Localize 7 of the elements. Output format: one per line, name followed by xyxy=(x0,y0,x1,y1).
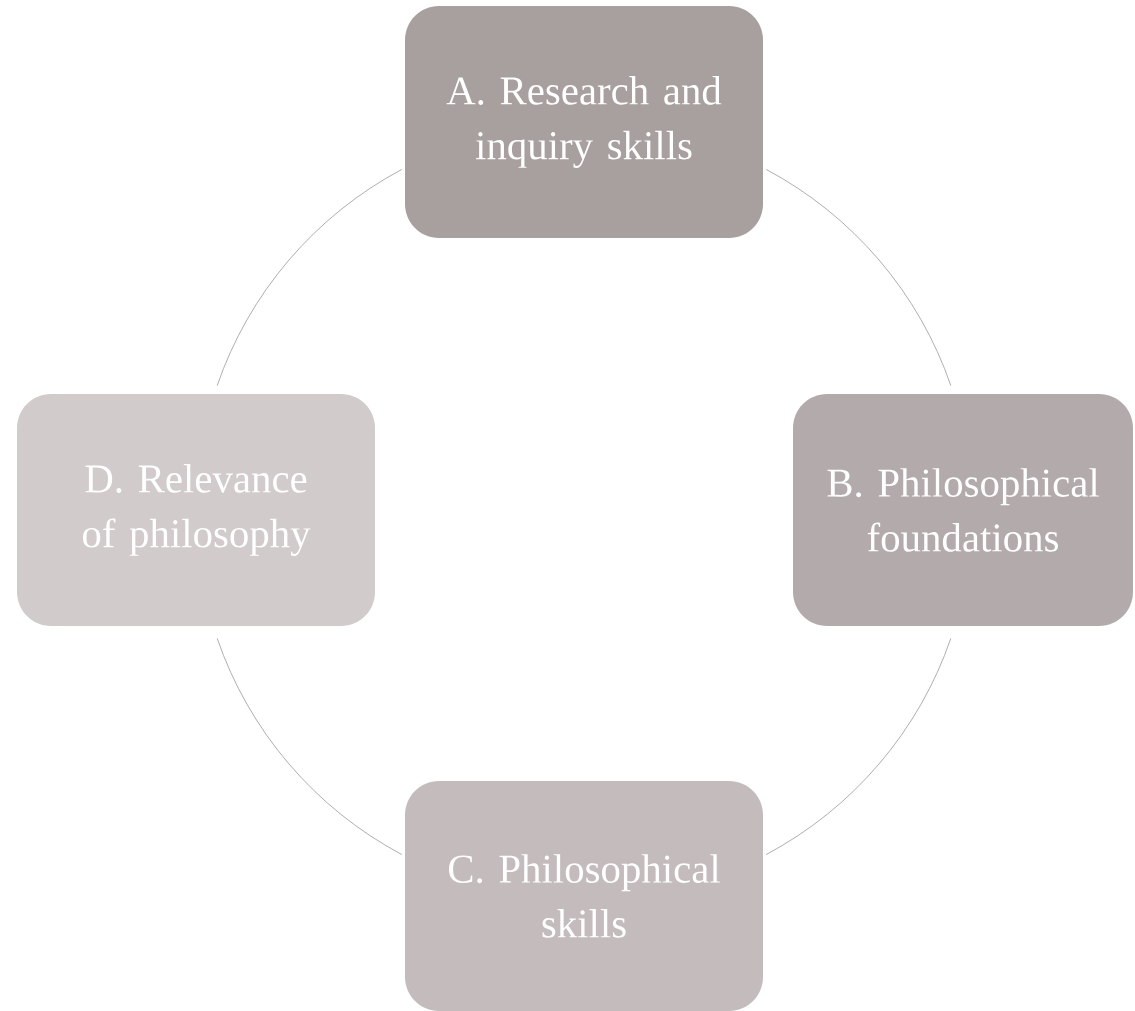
process-box: C. Philosophical skills xyxy=(405,781,763,1011)
connector-arc xyxy=(216,637,403,855)
process-box: B. Philosophical foundations xyxy=(793,394,1133,626)
connector-arc xyxy=(765,169,952,387)
process-box: A. Research and inquiry skills xyxy=(405,6,763,238)
connector-arc xyxy=(216,169,403,387)
connector-arc xyxy=(765,637,952,855)
